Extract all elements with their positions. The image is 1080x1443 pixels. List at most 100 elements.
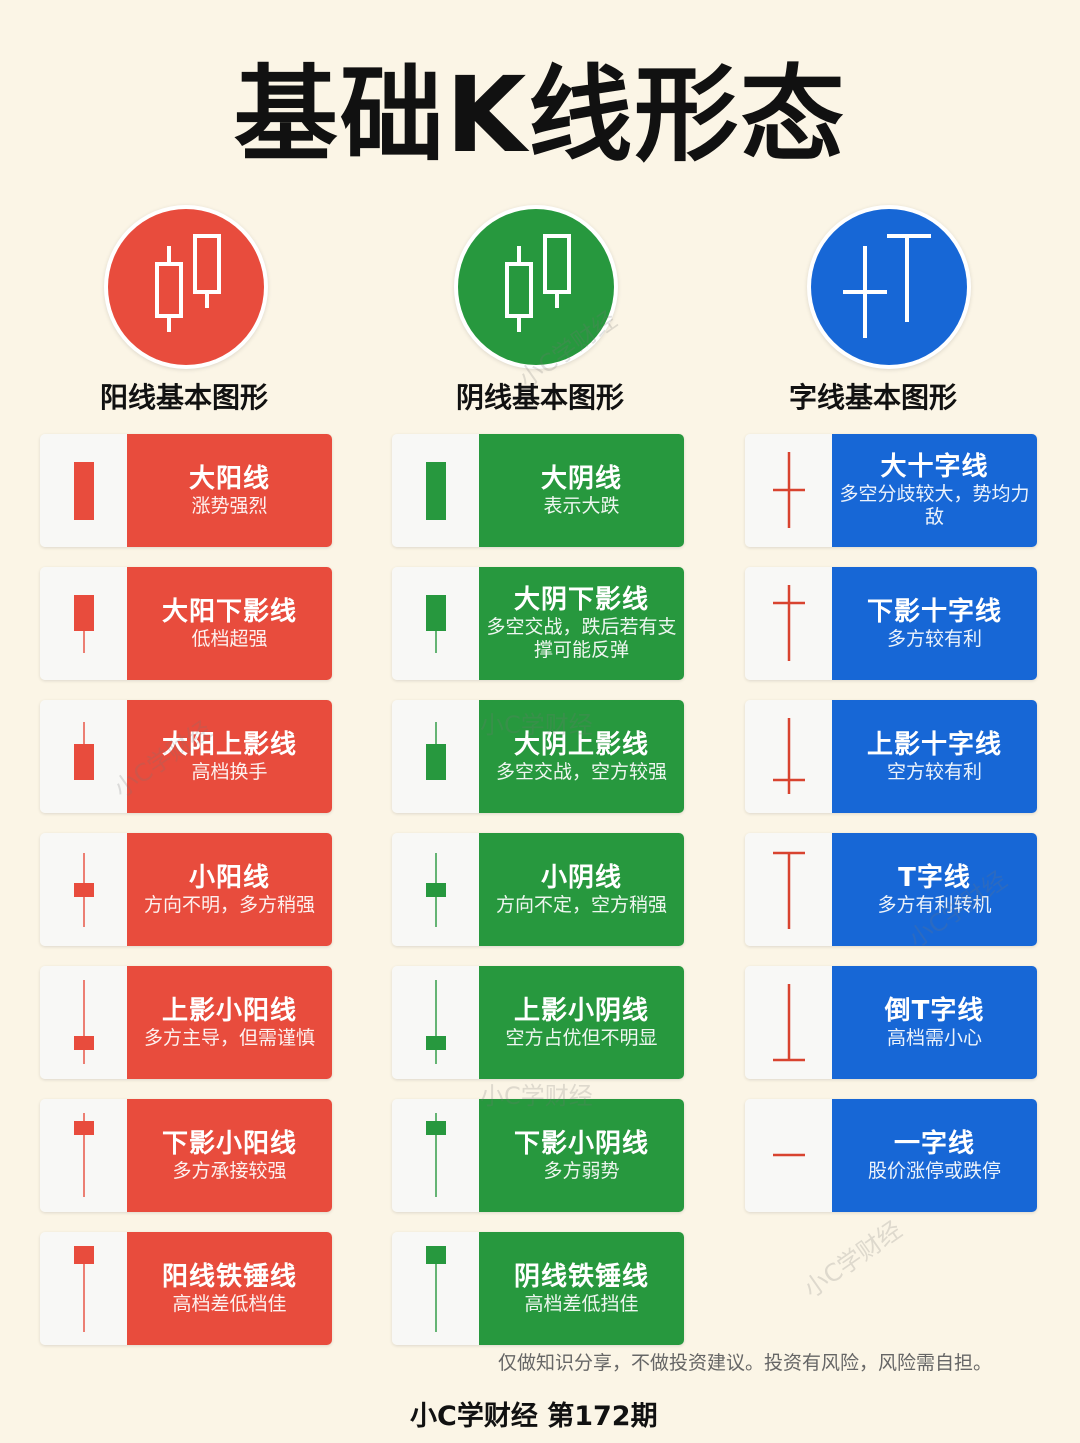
big-body-lower-shadow-icon [392, 567, 479, 680]
pattern-card: 大阳上影线高档换手 [40, 700, 332, 813]
pattern-text: 大阴线表示大跌 [479, 434, 684, 547]
watermark: 小C学财经 [798, 1215, 908, 1304]
small-body-both-shadows-icon [40, 833, 127, 946]
pattern-name: 大阴线 [540, 463, 622, 494]
small-body-long-lower-icon [392, 1099, 479, 1212]
big-body-lower-shadow-icon [40, 567, 127, 680]
pattern-card: T字线多方有利转机 [745, 833, 1037, 946]
pattern-text: 下影十字线多方较有利 [832, 567, 1037, 680]
pattern-desc: 多方主导，但需谨慎 [143, 1026, 315, 1049]
pattern-desc: 低档超强 [191, 627, 268, 650]
pattern-text: 大阴下影线多空交战，跌后若有支撑可能反弹 [479, 567, 684, 680]
pattern-desc: 多方有利转机 [877, 893, 992, 916]
pattern-desc: 方向不定，空方稍强 [495, 893, 667, 916]
pattern-text: 倒T字线高档需小心 [832, 966, 1037, 1079]
pattern-card: 下影十字线多方较有利 [745, 567, 1037, 680]
candlestick-icon [104, 205, 268, 369]
pattern-card: 大阴下影线多空交战，跌后若有支撑可能反弹 [392, 567, 684, 680]
pattern-text: 大阳线涨势强烈 [127, 434, 332, 547]
big-body-upper-shadow-icon [392, 700, 479, 813]
pattern-card: 一字线股价涨停或跌停 [745, 1099, 1037, 1212]
pattern-name: 下影十字线 [866, 596, 1002, 627]
small-body-long-upper-icon [392, 966, 479, 1079]
pattern-desc: 空方较有利 [886, 760, 982, 783]
column-header: 阴线基本图形 [456, 381, 625, 414]
pattern-card: 大阴上影线多空交战，空方较强 [392, 700, 684, 813]
pattern-name: 大阳下影线 [161, 596, 297, 627]
pattern-text: 下影小阴线多方弱势 [479, 1099, 684, 1212]
hammer-icon [40, 1232, 127, 1345]
pattern-card: 大阳线涨势强烈 [40, 434, 332, 547]
pattern-desc: 涨势强烈 [191, 494, 268, 517]
pattern-text: 上影小阳线多方主导，但需谨慎 [127, 966, 332, 1079]
pattern-desc: 方向不明，多方稍强 [143, 893, 315, 916]
pattern-name: 上影小阴线 [513, 995, 649, 1026]
pattern-name: 阴线铁锤线 [513, 1261, 649, 1292]
small-body-both-shadows-icon [392, 833, 479, 946]
pattern-desc: 表示大跌 [543, 494, 620, 517]
pattern-desc: 高档需小心 [886, 1026, 982, 1049]
big-body-icon [40, 434, 127, 547]
pattern-name: 阳线铁锤线 [161, 1261, 297, 1292]
pattern-name: 大阴上影线 [513, 729, 649, 760]
pattern-desc: 多空分歧较大，势均力敌 [839, 483, 1030, 529]
pattern-desc: 高档差低档佳 [172, 1292, 287, 1315]
pattern-text: 小阳线方向不明，多方稍强 [127, 833, 332, 946]
footer-issue: 小C学财经 第172期 [410, 1401, 658, 1432]
pattern-text: 大阴上影线多空交战，空方较强 [479, 700, 684, 813]
pattern-text: 一字线股价涨停或跌停 [832, 1099, 1037, 1212]
inverted-t-icon [745, 966, 832, 1079]
pattern-card: 大阴线表示大跌 [392, 434, 684, 547]
pattern-text: 下影小阳线多方承接较强 [127, 1099, 332, 1212]
pattern-name: 小阴线 [540, 862, 622, 893]
pattern-name: 上影小阳线 [161, 995, 297, 1026]
flat-line-icon [745, 1099, 832, 1212]
small-body-long-upper-icon [40, 966, 127, 1079]
disclaimer-text: 仅做知识分享，不做投资建议。投资有风险，风险需自担。 [498, 1352, 993, 1374]
pattern-desc: 高档差低挡佳 [524, 1292, 639, 1315]
pattern-card: 大十字线多空分歧较大，势均力敌 [745, 434, 1037, 547]
pattern-name: 倒T字线 [884, 995, 985, 1026]
t-line-icon [745, 833, 832, 946]
pattern-text: 上影十字线空方较有利 [832, 700, 1037, 813]
pattern-text: 阳线铁锤线高档差低档佳 [127, 1232, 332, 1345]
pattern-card: 下影小阴线多方弱势 [392, 1099, 684, 1212]
lower-cross-icon [745, 567, 832, 680]
pattern-name: 上影十字线 [866, 729, 1002, 760]
pattern-card: 倒T字线高档需小心 [745, 966, 1037, 1079]
pattern-name: T字线 [898, 862, 971, 893]
pattern-desc: 多方弱势 [543, 1159, 620, 1182]
pattern-name: 大阳上影线 [161, 729, 297, 760]
pattern-text: 大十字线多空分歧较大，势均力敌 [832, 434, 1037, 547]
upper-cross-icon [745, 700, 832, 813]
candlestick-icon [454, 205, 618, 369]
pattern-desc: 多方较有利 [886, 627, 982, 650]
pattern-desc: 多空交战，空方较强 [495, 760, 667, 783]
pattern-text: 小阴线方向不定，空方稍强 [479, 833, 684, 946]
small-body-long-lower-icon [40, 1099, 127, 1212]
pattern-desc: 空方占优但不明显 [505, 1026, 658, 1049]
hammer-icon [392, 1232, 479, 1345]
pattern-text: 阴线铁锤线高档差低挡佳 [479, 1232, 684, 1345]
pattern-text: 大阳下影线低档超强 [127, 567, 332, 680]
big-body-upper-shadow-icon [40, 700, 127, 813]
cross-t-icon [807, 205, 971, 369]
pattern-name: 大十字线 [880, 452, 989, 483]
pattern-text: T字线多方有利转机 [832, 833, 1037, 946]
pattern-name: 一字线 [893, 1128, 975, 1159]
pattern-desc: 多方承接较强 [172, 1159, 287, 1182]
pattern-card: 阳线铁锤线高档差低档佳 [40, 1232, 332, 1345]
pattern-desc: 高档换手 [191, 760, 268, 783]
pattern-name: 大阴下影线 [513, 585, 649, 616]
big-cross-icon [745, 434, 832, 547]
pattern-card: 小阴线方向不定，空方稍强 [392, 833, 684, 946]
pattern-card: 上影十字线空方较有利 [745, 700, 1037, 813]
column-header: 阳线基本图形 [100, 381, 269, 414]
pattern-name: 下影小阴线 [513, 1128, 649, 1159]
page-title: 基础K线形态 [233, 54, 847, 176]
pattern-name: 大阳线 [188, 463, 270, 494]
pattern-text: 大阳上影线高档换手 [127, 700, 332, 813]
pattern-card: 上影小阳线多方主导，但需谨慎 [40, 966, 332, 1079]
pattern-card: 阴线铁锤线高档差低挡佳 [392, 1232, 684, 1345]
pattern-name: 小阳线 [188, 862, 270, 893]
